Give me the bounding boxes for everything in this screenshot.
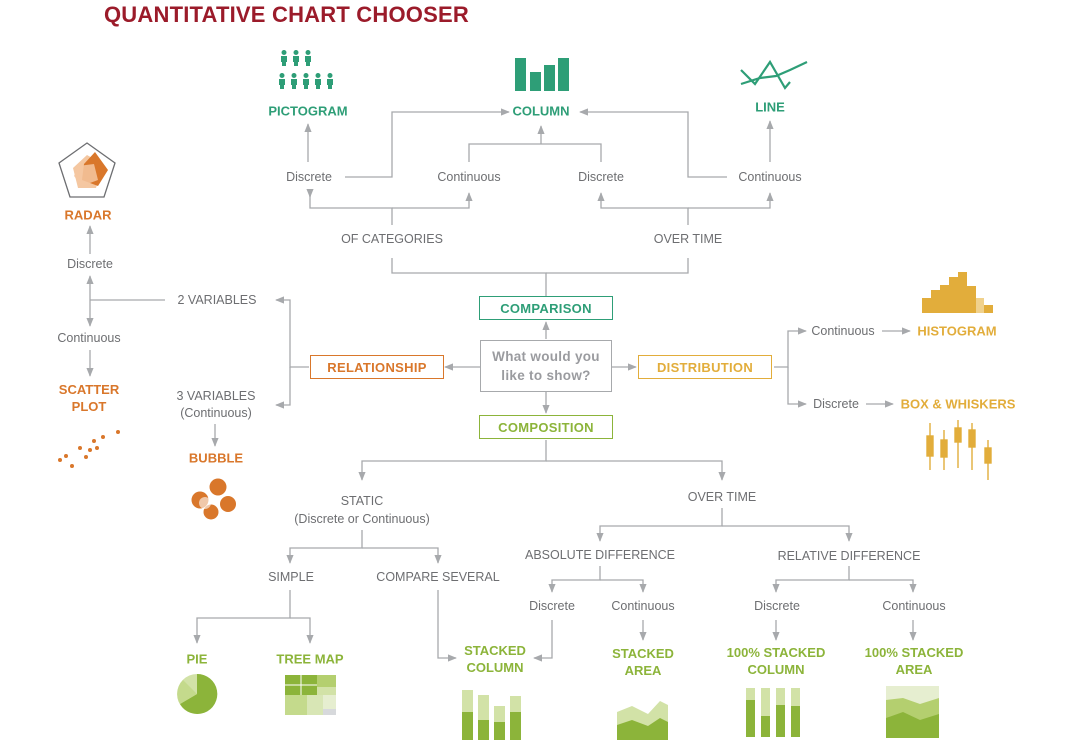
stacked-area-icon bbox=[617, 701, 668, 740]
radar-caption: RADAR bbox=[64, 207, 112, 223]
pictogram-caption: PICTOGRAM bbox=[268, 103, 348, 119]
comparison-box: COMPARISON bbox=[479, 296, 613, 320]
absolute-difference-label: ABSOLUTE DIFFERENCE bbox=[524, 548, 676, 562]
three-variables-label: 3 VARIABLES bbox=[176, 389, 256, 403]
absolute-discrete-label: Discrete bbox=[529, 599, 575, 613]
center-question-box: What would you like to show? bbox=[480, 340, 612, 392]
box-whiskers-icon bbox=[926, 420, 992, 480]
relationship-box: RELATIONSHIP bbox=[310, 355, 444, 379]
box-whiskers-caption: BOX & WHISKERS bbox=[900, 396, 1016, 412]
tree-map-caption: TREE MAP bbox=[276, 651, 344, 667]
line-icon bbox=[740, 59, 808, 90]
stacked-column-100-caption: 100% STACKED COLUMN bbox=[726, 645, 826, 677]
composition-label: COMPOSITION bbox=[498, 419, 594, 435]
comparison-label: COMPARISON bbox=[500, 300, 592, 316]
absolute-continuous-label: Continuous bbox=[611, 599, 675, 613]
time-discrete-label: Discrete bbox=[578, 170, 624, 184]
radar-icon bbox=[58, 142, 116, 198]
time-continuous-label: Continuous bbox=[738, 170, 802, 184]
pictogram-icon bbox=[279, 50, 333, 89]
relative-difference-label: RELATIVE DIFFERENCE bbox=[777, 549, 921, 563]
composition-over-time-label: OVER TIME bbox=[687, 490, 757, 504]
stacked-area-100-caption: 100% STACKED AREA bbox=[864, 645, 964, 677]
tree-map-icon bbox=[285, 675, 336, 715]
histogram-icon bbox=[922, 272, 993, 313]
stacked-column-icon bbox=[462, 690, 521, 740]
histogram-caption: HISTOGRAM bbox=[917, 323, 997, 339]
distribution-box: DISTRIBUTION bbox=[638, 355, 772, 379]
column-caption: COLUMN bbox=[512, 103, 570, 119]
stacked-area-caption: STACKED AREA bbox=[612, 646, 674, 678]
pie-caption: PIE bbox=[186, 651, 208, 667]
pie-icon bbox=[177, 673, 218, 714]
scatter-continuous-label: Continuous bbox=[57, 331, 121, 345]
box-discrete-label: Discrete bbox=[813, 397, 859, 411]
scatter-caption: SCATTER PLOT bbox=[58, 382, 120, 414]
line-caption: LINE bbox=[755, 99, 785, 115]
scatter-icon bbox=[58, 430, 120, 468]
distribution-label: DISTRIBUTION bbox=[656, 359, 754, 375]
bubble-icon bbox=[191, 478, 236, 520]
radar-discrete-label: Discrete bbox=[67, 257, 113, 271]
column-icon bbox=[515, 58, 569, 91]
static-label: STATIC bbox=[340, 494, 384, 508]
categories-discrete-label: Discrete bbox=[286, 170, 332, 184]
two-variables-label: 2 VARIABLES bbox=[177, 293, 257, 307]
page-title: QUANTITATIVE CHART CHOOSER bbox=[104, 2, 469, 27]
connectors bbox=[86, 108, 917, 662]
composition-box: COMPOSITION bbox=[479, 415, 613, 439]
categories-continuous-label: Continuous bbox=[437, 170, 501, 184]
histogram-continuous-label: Continuous bbox=[811, 324, 875, 338]
three-variables-sub-label: (Continuous) bbox=[180, 406, 252, 420]
stacked-column-caption: STACKED COLUMN bbox=[464, 643, 526, 675]
comparison-over-time-label: OVER TIME bbox=[653, 232, 723, 246]
stacked-area-100-icon bbox=[886, 686, 939, 738]
relative-discrete-label: Discrete bbox=[754, 599, 800, 613]
bubble-caption: BUBBLE bbox=[188, 450, 244, 466]
center-question-text: What would you like to show? bbox=[492, 349, 600, 383]
relative-continuous-label: Continuous bbox=[882, 599, 946, 613]
relationship-label: RELATIONSHIP bbox=[327, 359, 427, 375]
compare-several-label: COMPARE SEVERAL bbox=[376, 570, 500, 584]
static-sub-label: (Discrete or Continuous) bbox=[294, 512, 430, 526]
of-categories-label: OF CATEGORIES bbox=[341, 232, 443, 246]
stacked-column-100-icon bbox=[746, 688, 800, 737]
simple-label: SIMPLE bbox=[268, 570, 314, 584]
